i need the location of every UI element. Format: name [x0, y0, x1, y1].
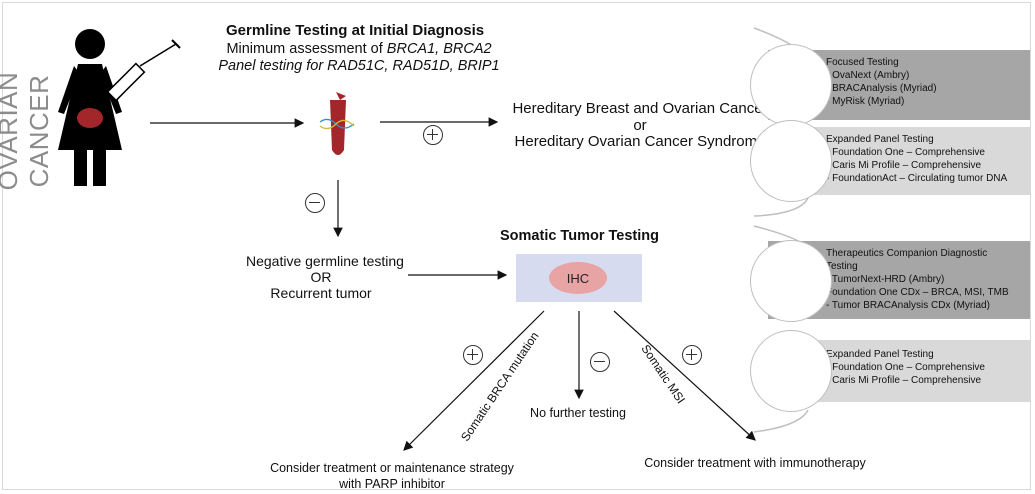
negative-line1: Negative germline testing [246, 253, 404, 269]
germline-title: Germline Testing at Initial Diagnosis [226, 22, 485, 39]
panel-item: - Caris Mi Profile – Comprehensive [826, 375, 982, 386]
positive-sign-icon [463, 345, 483, 365]
hereditary-line3: Hereditary Ovarian Cancer Syndrome [514, 133, 766, 150]
immunotherapy-outcome: Consider treatment with immunotherapy [644, 456, 866, 470]
parp-line2: with PARP inhibitor [339, 477, 445, 491]
negative-line3: Recurrent tumor [270, 285, 372, 301]
panel-item: - Foundation One – Comprehensive [826, 147, 985, 158]
negative-sign-icon [305, 193, 325, 213]
panel-item: - MyRisk (Myriad) [826, 96, 905, 107]
panel-title: Therapeutics Companion Diagnostic Testin… [826, 248, 988, 272]
panel-item: - OvaNext (Ambry) [826, 70, 910, 81]
positive-sign-icon [682, 345, 702, 365]
germline-line1-genes: BRCA1, BRCA2 [386, 41, 492, 57]
ihc-oval: IHC [549, 262, 607, 294]
panel-circle [750, 44, 832, 126]
panel-item: - FoundationAct – Circulating tumor DNA [826, 173, 1008, 184]
panel-focused-testing: Focused Testing - OvaNext (Ambry) - BRAC… [768, 50, 1030, 120]
hereditary-line1: Hereditary Breast and Ovarian Cancer [512, 100, 768, 117]
panel-item: - TumorNext-HRD (Ambry) [826, 274, 945, 285]
panel-title: Expanded Panel Testing [826, 349, 934, 360]
negative-line2: OR [310, 269, 332, 285]
panel-item: - Foundation One – Comprehensive [826, 362, 985, 373]
negative-sign-icon [590, 352, 610, 372]
test-tube-icon [319, 92, 355, 155]
syringe-icon [106, 39, 181, 105]
panel-title: Focused Testing [826, 57, 899, 68]
germline-line1: Minimum assessment of BRCA1, BRCA2 [214, 41, 504, 57]
parp-line1: Consider treatment or maintenance strate… [270, 461, 514, 475]
panel-item: - Caris Mi Profile – Comprehensive [826, 160, 982, 171]
panel-circle [750, 120, 832, 202]
panel-item: Foundation One CDx – BRCA, MSI, TMB [826, 287, 1009, 298]
panel-circle [750, 330, 832, 412]
positive-sign-icon [423, 125, 443, 145]
germline-line2: Panel testing for RAD51C, RAD51D, BRIP1 [218, 58, 500, 74]
hereditary-line2: or [633, 117, 647, 134]
panel-circle [750, 240, 832, 322]
patient-figure-icon [58, 29, 122, 186]
panel-title: Expanded Panel Testing [826, 134, 934, 145]
somatic-title: Somatic Tumor Testing [500, 228, 659, 244]
panel-item: - BRACAnalysis (Myriad) [826, 83, 937, 94]
panel-item: - Tumor BRACAnalysis CDx (Myriad) [826, 300, 990, 311]
germline-line1-prefix: Minimum assessment of [226, 41, 387, 57]
no-further-testing: No further testing [530, 406, 626, 420]
